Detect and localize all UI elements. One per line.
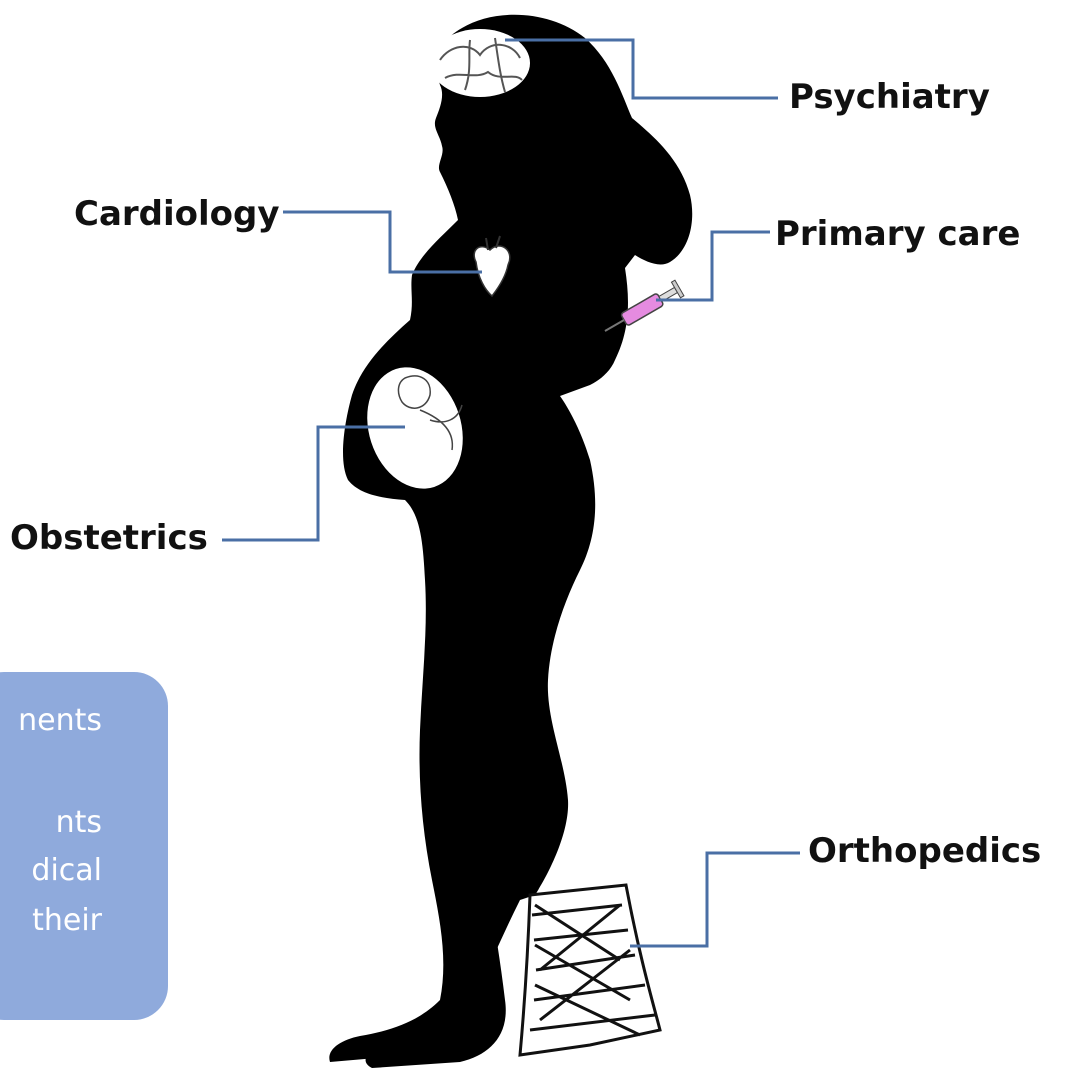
note-line: nents — [18, 706, 102, 736]
pregnant-woman-silhouette — [329, 15, 692, 1068]
note-line: their — [32, 906, 102, 936]
note-box: nents nts dical their — [0, 672, 168, 1020]
orthopedics-leader-line — [630, 853, 800, 946]
primary-care-label: Primary care — [775, 217, 1020, 251]
leg-cast-icon — [520, 885, 660, 1055]
note-line: nts — [56, 808, 102, 838]
psychiatry-label: Psychiatry — [789, 80, 990, 114]
note-line: dical — [31, 856, 102, 886]
obstetrics-label: Obstetrics — [10, 521, 208, 555]
cardiology-label: Cardiology — [74, 197, 280, 231]
orthopedics-label: Orthopedics — [808, 834, 1041, 868]
